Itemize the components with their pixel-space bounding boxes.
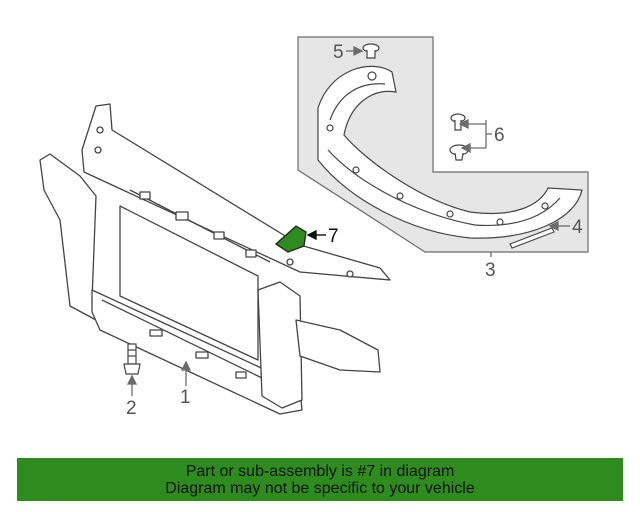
callout-6: 6 bbox=[494, 125, 505, 146]
banner-line-1: Part or sub-assembly is #7 in diagram bbox=[185, 462, 455, 480]
bolt-part bbox=[123, 343, 141, 375]
callout-7: 7 bbox=[328, 226, 339, 247]
callout-4: 4 bbox=[572, 217, 583, 238]
highlighted-bracket-part bbox=[274, 225, 307, 253]
radiator-support-part bbox=[39, 103, 391, 415]
clip-part bbox=[362, 43, 380, 59]
callout-2: 2 bbox=[126, 398, 137, 419]
lower-cover-part bbox=[317, 65, 583, 239]
callout-1: 1 bbox=[180, 387, 191, 408]
callout-3: 3 bbox=[485, 260, 496, 281]
leader-lines bbox=[126, 45, 570, 396]
leader-line-7 bbox=[306, 229, 326, 241]
parts-diagram: 1 2 3 4 5 6 7 bbox=[39, 36, 589, 419]
info-banner: Part or sub-assembly is #7 in diagram Di… bbox=[17, 458, 623, 501]
banner-line-2: Diagram may not be specific to your vehi… bbox=[165, 479, 475, 497]
callout-5: 5 bbox=[333, 42, 344, 63]
seal-strip-part bbox=[509, 227, 555, 249]
